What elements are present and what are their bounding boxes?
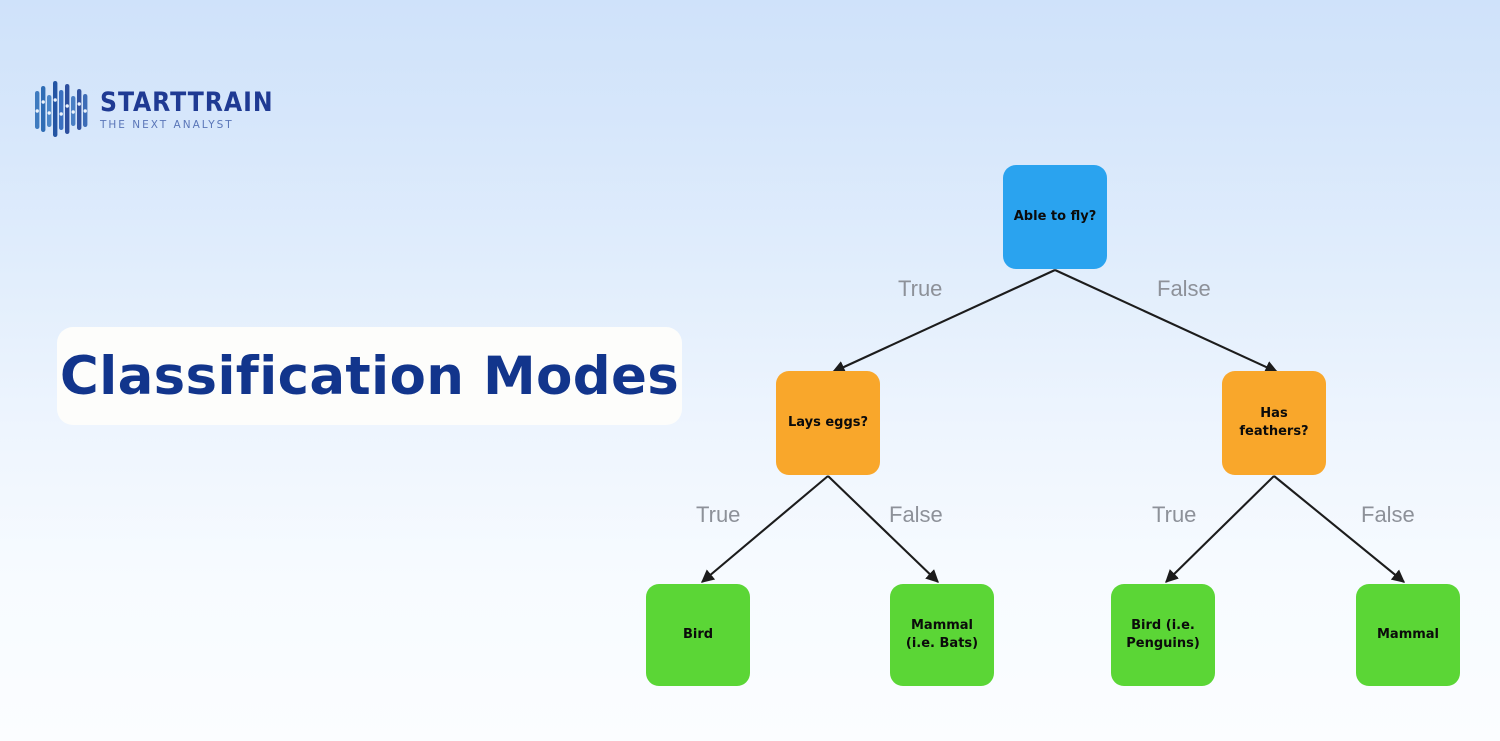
equalizer-bars-icon — [35, 81, 88, 137]
node-label: Has feathers? — [1239, 406, 1309, 439]
edge-label-lays-eggs-false: False — [889, 502, 943, 527]
edge-has-feathers-true — [1165, 475, 1275, 583]
node-label: Able to fly? — [1013, 209, 1097, 225]
node-label: Bird — [682, 627, 714, 643]
tree-node-lays-eggs[interactable]: Lays eggs? — [776, 371, 880, 475]
edge-label-able-to-fly-true: True — [898, 276, 943, 301]
edge-label-able-to-fly-false: False — [1157, 276, 1211, 301]
brand-name: STARTTRAIN — [100, 87, 274, 119]
node-label: Bird (i.e. Penguins) — [1126, 618, 1200, 651]
brand-tagline: THE NEXT ANALYST — [100, 119, 234, 132]
node-label: Mammal (i.e. Bats) — [905, 618, 979, 651]
brand-wordmark: STARTTRAIN THE NEXT ANALYST — [100, 89, 279, 131]
edge-lays-eggs-true — [701, 475, 829, 583]
tree-node-able-to-fly[interactable]: Able to fly? — [1003, 165, 1107, 269]
edge-has-feathers-false — [1273, 475, 1406, 583]
tree-node-bird-penguins[interactable]: Bird (i.e. Penguins) — [1111, 584, 1215, 686]
node-label: Lays eggs? — [787, 415, 869, 431]
tree-node-has-feathers[interactable]: Has feathers? — [1222, 371, 1326, 475]
node-label: Mammal — [1376, 627, 1440, 643]
tree-node-bird[interactable]: Bird — [646, 584, 750, 686]
edge-label-has-feathers-true: True — [1152, 502, 1197, 527]
tree-node-mammal-bats[interactable]: Mammal (i.e. Bats) — [890, 584, 994, 686]
edge-label-has-feathers-false: False — [1361, 502, 1415, 527]
tree-node-mammal[interactable]: Mammal — [1356, 584, 1460, 686]
title-plate: Classification Modes — [57, 327, 682, 425]
page-title: Classification Modes — [59, 345, 680, 407]
brand-logo: STARTTRAIN THE NEXT ANALYST — [34, 80, 279, 140]
edge-lays-eggs-false — [827, 475, 939, 583]
edge-able-to-fly-true — [831, 269, 1056, 374]
edge-label-lays-eggs-true: True — [696, 502, 741, 527]
